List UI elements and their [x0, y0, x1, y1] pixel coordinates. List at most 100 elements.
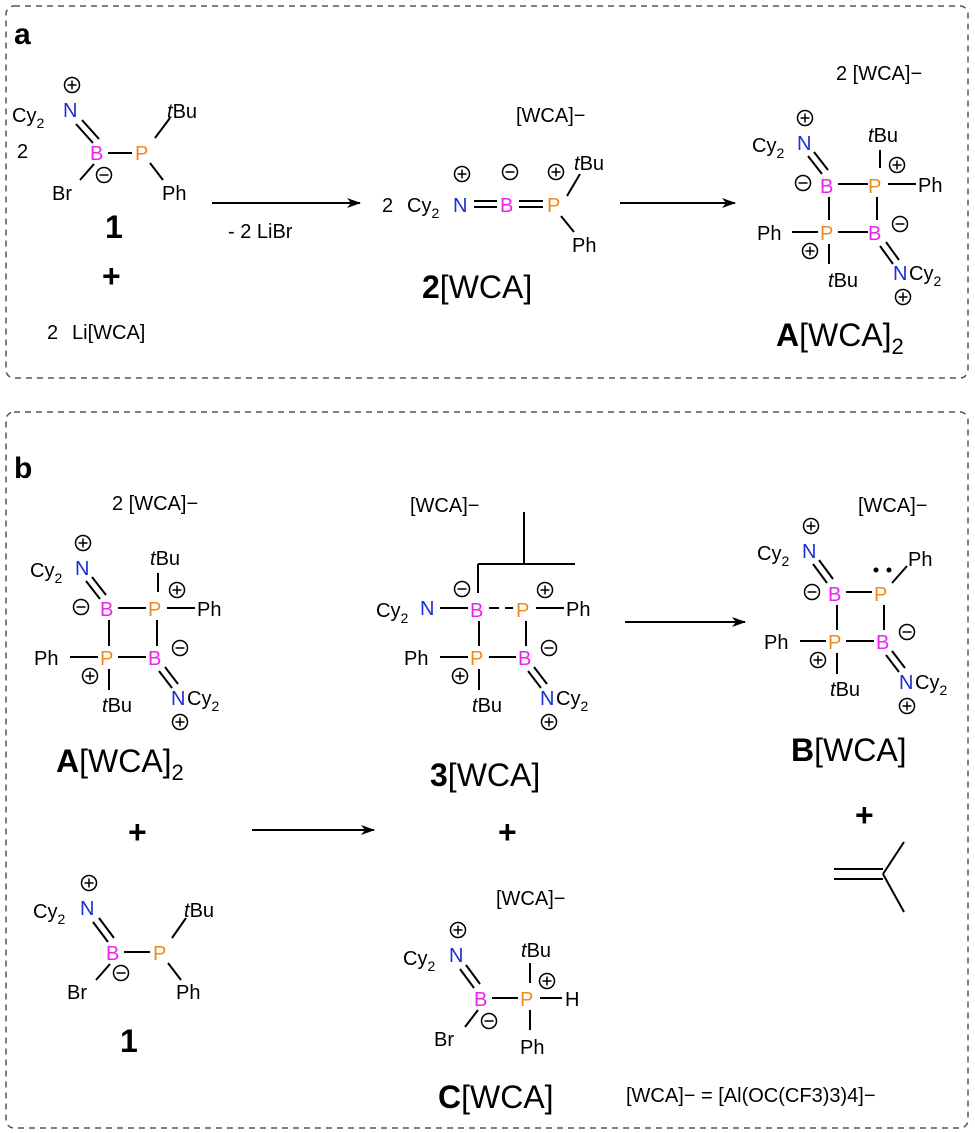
- li-wca-salt: Li[WCA]: [72, 322, 145, 344]
- boron-atom-2: B: [148, 648, 161, 670]
- tbu-group: tBu: [830, 679, 860, 701]
- compound-1-structure: Cy2 N 2 B P tBu Ph Br: [12, 76, 197, 205]
- phenyl-group-2: Ph: [757, 223, 781, 245]
- compound-1-label: 1: [105, 209, 123, 245]
- compound-3-structure: Cy2 N B P Ph P B Ph tBu N Cy2: [376, 512, 590, 731]
- compound-B-label: B[WCA]: [791, 732, 907, 768]
- b-minus-charge: [803, 583, 821, 601]
- lone-pair-dot-2: [886, 567, 892, 573]
- boron-atom-2: B: [876, 632, 889, 654]
- plus-sign-right: +: [855, 797, 874, 833]
- bromo-group: Br: [52, 183, 72, 205]
- nitrogen-atom-2: N: [540, 688, 554, 710]
- tbu-group: tBu: [574, 153, 604, 175]
- tbu-group: tBu: [167, 101, 197, 123]
- phosphorus-atom: P: [153, 943, 166, 965]
- nitrogen-atom-2: N: [893, 263, 907, 285]
- phenyl-group: Ph: [162, 183, 186, 205]
- tbu-group-1: tBu: [150, 548, 180, 570]
- p-plus-charge: [809, 651, 827, 669]
- compound-B-structure: Cy2 N B P Ph P B Ph tBu N Cy2: [757, 517, 947, 715]
- cy2-group: Cy2: [376, 600, 408, 626]
- phenyl-group: Ph: [572, 235, 596, 257]
- b-minus-charge-1: [453, 580, 471, 598]
- compound-2-count: 2: [382, 195, 393, 217]
- boron-atom-2: B: [518, 648, 531, 670]
- nitrogen-atom: N: [420, 598, 434, 620]
- compound-1-label-b: 1: [120, 1023, 138, 1059]
- p-plus-charge-1: [536, 581, 554, 599]
- n-plus-charge: [449, 921, 467, 939]
- compound-3-label: 3[WCA]: [430, 757, 540, 793]
- boron-atom: B: [500, 195, 513, 217]
- compound-C-structure: Cy2 N B P tBu H Ph Br: [403, 921, 579, 1059]
- bromo-group: Br: [434, 1029, 454, 1051]
- phosphorus-atom-1: P: [516, 600, 529, 622]
- p-plus-charge-1: [888, 156, 906, 174]
- tbu-group-2: tBu: [102, 695, 132, 717]
- phosphorus-atom-1: P: [148, 599, 161, 621]
- nitrogen-atom: N: [449, 945, 463, 967]
- nitrogen-atom: N: [63, 100, 77, 122]
- nitrogen-atom: N: [75, 558, 89, 580]
- tbu-group: tBu: [472, 695, 502, 717]
- cy2-group: Cy2: [12, 105, 44, 131]
- wca-anion-2: [WCA]−: [516, 105, 585, 127]
- b-minus-charge: [480, 1012, 498, 1030]
- isobutylene-structure: [834, 841, 905, 913]
- compound-A-structure: Cy2 N B P tBu Ph P B Ph tBu N Cy2: [752, 109, 942, 306]
- boron-atom-1: B: [828, 584, 841, 606]
- boron-atom: B: [474, 989, 487, 1011]
- plus-sign-middle: +: [498, 814, 517, 850]
- phosphorus-atom-1: P: [868, 176, 881, 198]
- compound-2-label: 2[WCA]: [422, 269, 532, 305]
- cy2-group: Cy2: [33, 901, 65, 927]
- n-plus-charge: [74, 534, 92, 552]
- n-plus-charge-2: [540, 713, 558, 731]
- wca-definition: [WCA]− = [Al(OC(CF3)3)4]−: [626, 1085, 876, 1107]
- lone-pair-dot-1: [873, 567, 879, 573]
- phenyl-group: Ph: [176, 982, 200, 1004]
- phosphorus-atom-2: P: [828, 632, 841, 654]
- n-plus-charge-2: [171, 713, 189, 731]
- n-plus-charge-2: [894, 288, 912, 306]
- phenyl-group-2: Ph: [764, 632, 788, 654]
- phosphorus-atom: P: [547, 195, 560, 217]
- arrow-1-label: - 2 LiBr: [228, 221, 293, 243]
- b-minus-charge-2: [891, 215, 909, 233]
- tbu-group-1: tBu: [868, 125, 898, 147]
- nitrogen-atom-2: N: [899, 672, 913, 694]
- phenyl-group-1: Ph: [197, 599, 221, 621]
- wca-anion-3: [WCA]−: [410, 495, 479, 517]
- compound-A-label-b: A[WCA]2: [56, 743, 184, 785]
- boron-atom-1: B: [470, 600, 483, 622]
- wca-anion-B: [WCA]−: [858, 495, 927, 517]
- boron-atom: B: [90, 143, 103, 165]
- n-plus-charge: [802, 517, 820, 535]
- b-minus-charge-2: [898, 623, 916, 641]
- phosphorus-atom-1: P: [874, 584, 887, 606]
- wca-anion-A: 2 [WCA]−: [836, 63, 922, 85]
- b-minus-charge-2: [171, 639, 189, 657]
- p-plus-charge-2: [451, 667, 469, 685]
- cy2-group: Cy2: [407, 195, 439, 221]
- n-plus-charge: [453, 165, 471, 183]
- boron-atom-1: B: [100, 599, 113, 621]
- compound-C-label: C[WCA]: [438, 1079, 554, 1115]
- tbu-group: tBu: [184, 900, 214, 922]
- panel-b-label: b: [14, 452, 32, 485]
- b-minus-charge-2: [540, 639, 558, 657]
- n-plus-charge: [796, 109, 814, 127]
- plus-sign-left: +: [128, 814, 147, 850]
- cy2-group: Cy2: [30, 560, 62, 586]
- phosphorus-atom-2: P: [820, 223, 833, 245]
- compound-2-structure: 2 Cy2 N B P tBu Ph: [382, 153, 604, 257]
- phenyl-group-1: Ph: [908, 549, 932, 571]
- cy2-group-2: Cy2: [556, 688, 588, 714]
- bromo-group: Br: [67, 982, 87, 1004]
- phenyl-group-1: Ph: [918, 175, 942, 197]
- n-plus-charge: [63, 76, 81, 94]
- cy2-group: Cy2: [757, 543, 789, 569]
- p-plus-charge-1: [168, 581, 186, 599]
